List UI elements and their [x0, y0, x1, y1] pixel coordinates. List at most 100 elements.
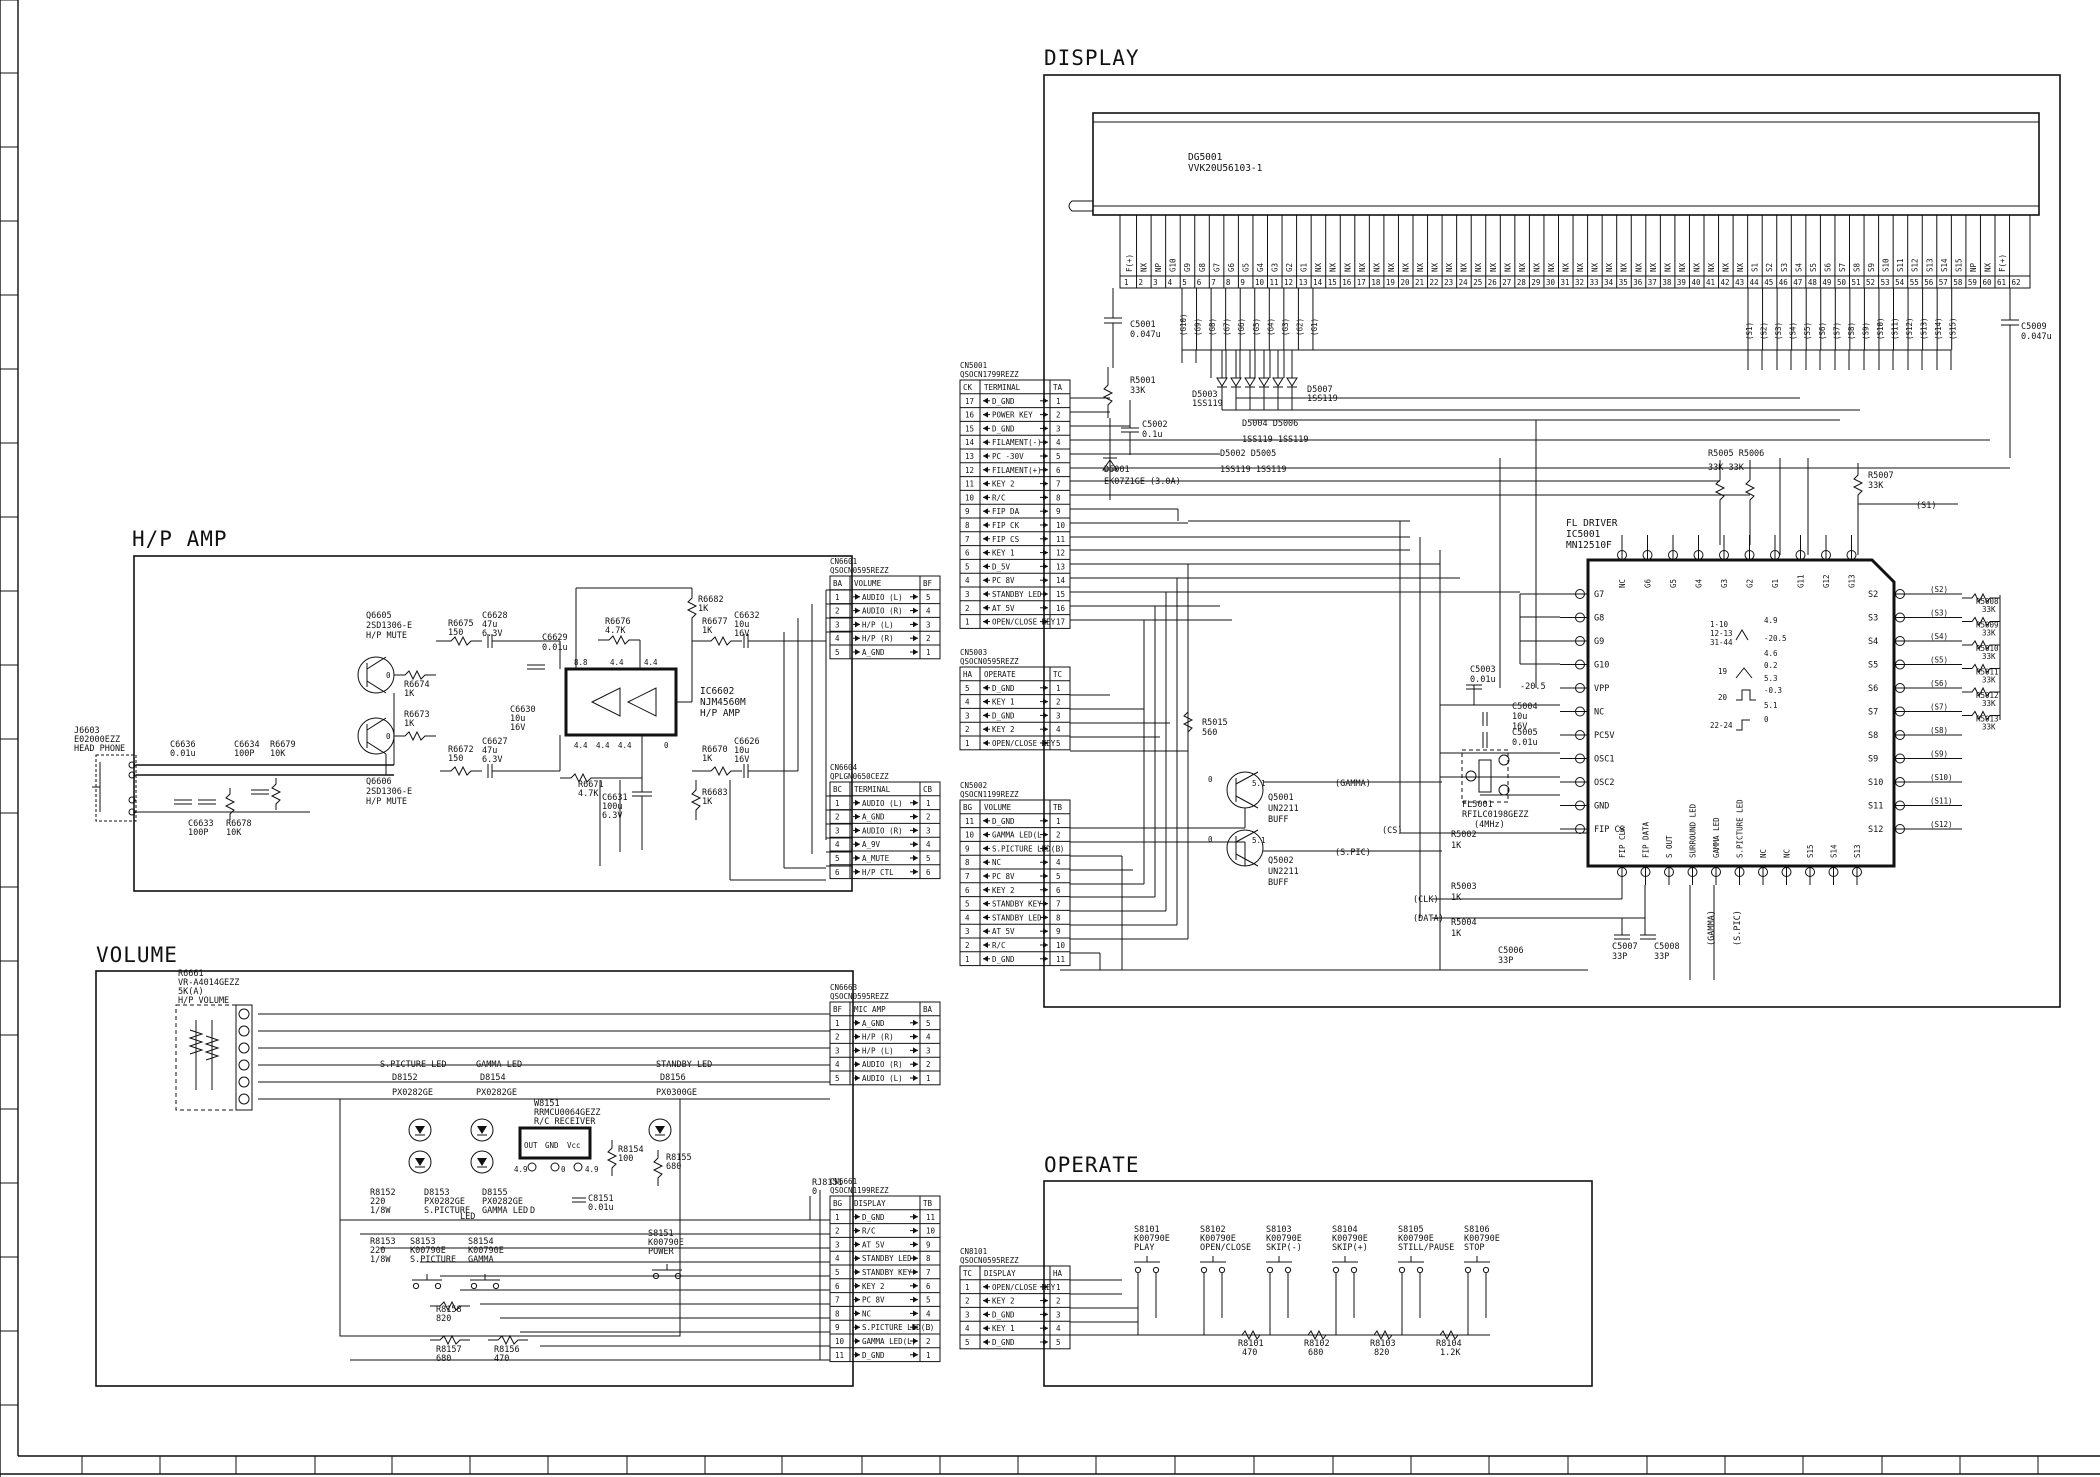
grid-bus-label: (G1) [1310, 318, 1319, 336]
q5002-fn: BUFF [1268, 878, 1288, 888]
fl-pin-label: S10 [1882, 258, 1891, 272]
cn6663-header: MIC AMP [854, 1005, 886, 1014]
s8151-part: K00790E [648, 1238, 684, 1248]
cn6661-pin-name: R/C [862, 1227, 876, 1236]
operate-switch-part: K00790E [1398, 1234, 1434, 1244]
cn6601-pin-name: AUDIO (R) [862, 607, 903, 616]
fl-pin-number: 4 [1168, 278, 1173, 287]
fl-pin-number: 34 [1604, 278, 1614, 287]
c6631-volt: 6.3V [602, 811, 622, 821]
fl-pin-number: 1 [1124, 278, 1129, 287]
fl-pin-label: G1 [1300, 263, 1309, 272]
fl-pin-label: NX [1634, 262, 1643, 272]
fl-pin-number: 28 [1517, 278, 1527, 287]
w8151-fn: R/C RECEIVER [534, 1117, 596, 1127]
cn5003-header: HA [963, 670, 973, 679]
cn5001-pin-name: AT 5V [992, 604, 1015, 613]
fl-pin-label: NX [1329, 262, 1338, 272]
operate-switch-part: K00790E [1134, 1234, 1170, 1244]
c5008-ref: C5008 [1654, 942, 1680, 952]
r5007-ref: R5007 [1868, 471, 1894, 481]
ic-right-pin-label: S5 [1868, 661, 1878, 671]
cn5003-pin-name: D_GND [992, 684, 1015, 693]
c8151-ref: C8151 [588, 1194, 614, 1204]
cn5002-pin-right: 10 [1056, 941, 1066, 950]
c5006-val: 33P [1498, 956, 1513, 966]
volume-board [95, 970, 854, 1387]
fl-pin-number: 26 [1488, 278, 1498, 287]
cn6601-pin-name: AUDIO (L) [862, 593, 903, 602]
ic-left-pin-label: NC [1594, 708, 1604, 718]
fl-pin-number: 10 [1255, 278, 1265, 287]
cn6663-part: QSOCN0595REZZ [830, 992, 889, 1001]
operate-switch-fn: OPEN/CLOSE [1200, 1243, 1251, 1253]
fl-pin-number: 56 [1924, 278, 1934, 287]
cn6661-pin-left: 11 [835, 1351, 844, 1360]
s8154-ref: S8154 [468, 1237, 494, 1247]
fl-pin-label: NX [1358, 262, 1367, 272]
cn5001-pin-right: 4 [1056, 438, 1061, 447]
ic-top-pin-label: G2 [1746, 579, 1755, 588]
cn5003-ref: CN5003 [960, 648, 987, 657]
r6673-ref: R6673 [404, 710, 430, 720]
c6627-volt: 6.3V [482, 755, 502, 765]
cn8101-pin-name: D_GND [992, 1338, 1015, 1347]
d8155-fn: GAMMA LED [482, 1206, 528, 1216]
r8155-val: 680 [666, 1162, 681, 1172]
cn5002-pin-left: 9 [965, 844, 970, 853]
cn6601-header: BA [833, 579, 843, 588]
cn5002-pin-left: 4 [965, 913, 970, 922]
ic-seg-net-label: (S7) [1930, 703, 1948, 712]
c6627-ref: C6627 [482, 737, 508, 747]
fl-pin-label: NX [1445, 262, 1454, 272]
rj8151-val: 0 [812, 1187, 817, 1197]
cn8101-header: HA [1053, 1269, 1063, 1278]
fl-pin-label: S12 [1911, 258, 1920, 272]
fl-pin-number: 54 [1895, 278, 1905, 287]
cn6604-ref: CN6604 [830, 763, 858, 772]
cn5001-pin-left: 9 [965, 507, 970, 516]
svg-text:31-44: 31-44 [1710, 638, 1733, 647]
r5010-val: 33K [1982, 652, 1996, 661]
ic-bottom-pin-label: SURROUND LED [1689, 803, 1698, 858]
fl-pin-label: NX [1649, 262, 1658, 272]
cn8101-header: TC [963, 1269, 972, 1278]
segment-bus-label: (S3) [1774, 322, 1783, 340]
r6661-ref: R6661 [178, 969, 204, 979]
cn6661-header: DISPLAY [854, 1199, 886, 1208]
cn5001-pin-right: 9 [1056, 507, 1061, 516]
fl-pin-number: 8 [1226, 278, 1231, 287]
cn5002-pin-left: 3 [965, 927, 970, 936]
fl-pin-label: NX [1140, 262, 1149, 272]
r8152-val: 220 [370, 1197, 385, 1207]
r5003-val: 1K [1451, 893, 1462, 903]
cn5001-pin-name: PC -30V [992, 452, 1024, 461]
cn6604-pin-right: 3 [926, 826, 931, 835]
fl-pin-label: NX [1605, 262, 1614, 272]
fl-pin-label: NX [1387, 262, 1396, 272]
d5003-ref: D5003 [1192, 390, 1218, 400]
ic-left-pin-label: G7 [1594, 590, 1604, 600]
fl-pin-label: NX [1489, 262, 1498, 272]
d5003-val: 1SS119 [1192, 399, 1223, 409]
cn5002-header: TB [1053, 803, 1063, 812]
ic-top-pin-label: G6 [1644, 578, 1653, 588]
cn5002-pin-right: 8 [1056, 913, 1061, 922]
cn6661-pin-right: 1 [926, 1351, 931, 1360]
cn5002-pin-right: 2 [1056, 831, 1061, 840]
cn8101-pin-name: KEY 2 [992, 1297, 1015, 1306]
ic-seg-net-label: (S9) [1930, 750, 1948, 759]
d5007-val: 1SS119 [1307, 394, 1338, 404]
cn5001-pin-left: 11 [965, 480, 974, 489]
fl-pin-label: NX [1431, 262, 1440, 272]
r5009-val: 33K [1982, 629, 1996, 638]
operate-resistor-ref: R8102 [1304, 1339, 1330, 1349]
fl-pin-label: NX [1591, 262, 1600, 272]
cn6604-header: BC [833, 785, 842, 794]
operate-resistor-val: 1.2K [1440, 1348, 1461, 1358]
r6683-ref: R6683 [702, 788, 728, 798]
r6672-ref: R6672 [448, 745, 474, 755]
c5004-val: 10u [1512, 712, 1527, 722]
cn5002-pin-left: 10 [965, 831, 975, 840]
